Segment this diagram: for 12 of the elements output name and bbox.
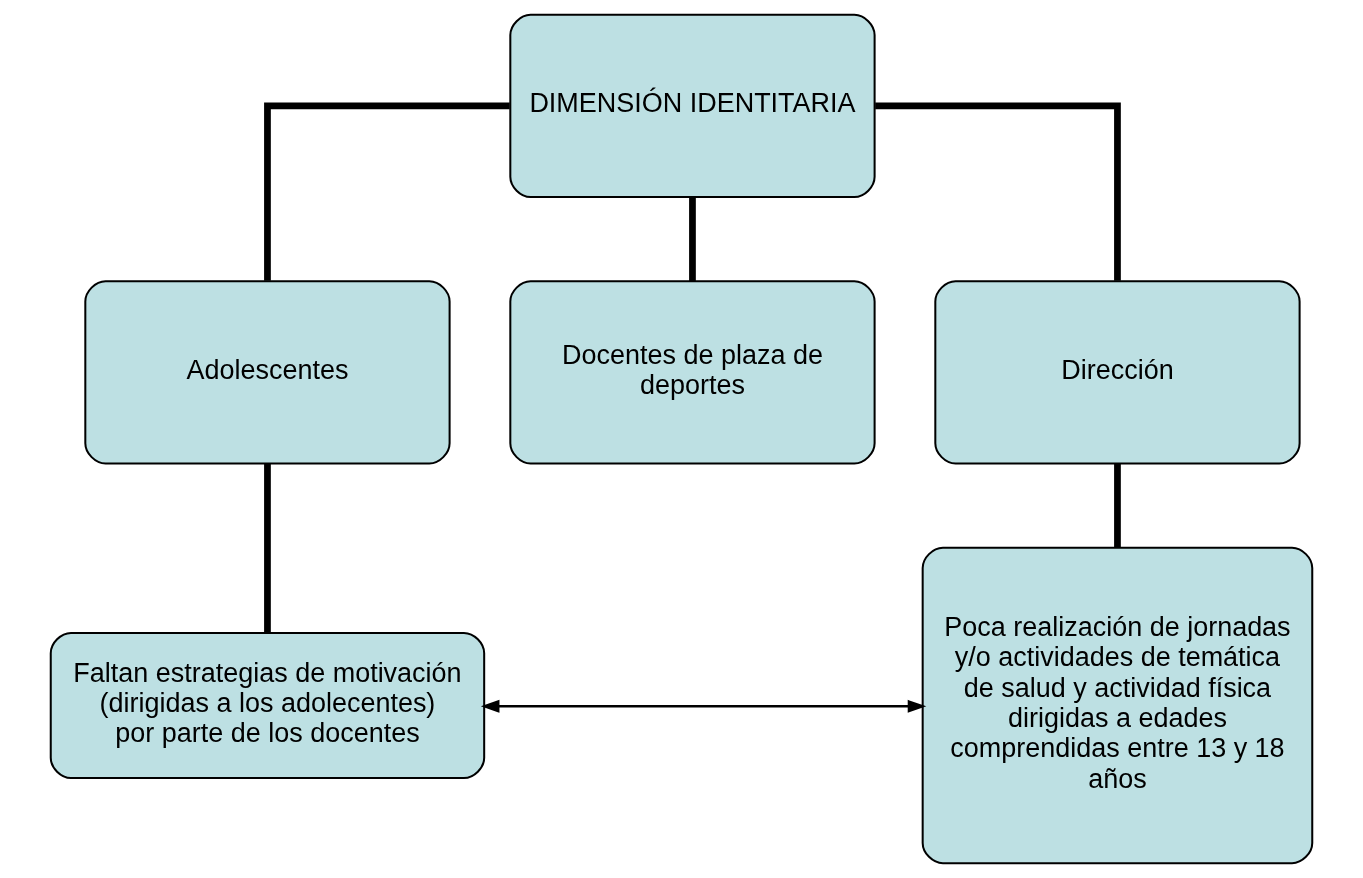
node-box: Docentes de plaza de deportes	[509, 280, 876, 465]
connector	[689, 197, 696, 281]
node-box: Dirección	[934, 280, 1301, 465]
connector	[264, 463, 271, 633]
node-box: Adolescentes	[84, 280, 451, 465]
connector	[264, 102, 510, 281]
connector	[1114, 463, 1121, 548]
node-box: Faltan estrategias de motivación (dirigidas a los adolecentes) por parte de los docentes	[49, 631, 486, 779]
arrow	[480, 699, 927, 713]
node-box: DIMENSIÓN IDENTITARIA	[509, 13, 876, 198]
node-box: Poca realización de jornadas y/o actividades de temática de salud y actividad física dirigidas a edades comprendidas entre 13 y 18 años	[921, 546, 1314, 865]
connector	[875, 102, 1121, 281]
